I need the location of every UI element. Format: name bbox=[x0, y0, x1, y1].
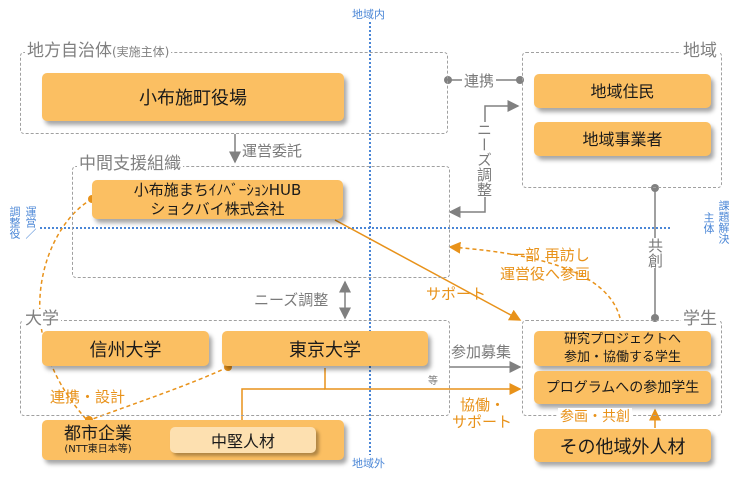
label-collaboration: 連携 bbox=[462, 72, 497, 90]
partnership-curve-left bbox=[38, 198, 93, 421]
box-program-students[interactable]: プログラムへの参加学生 bbox=[534, 371, 711, 404]
axis-label-inside: 地域内 bbox=[352, 8, 385, 21]
box-research-students[interactable]: 研究プロジェクトへ 参加・協働する学生 bbox=[534, 331, 711, 366]
label-operation-outsourcing: 運営委託 bbox=[242, 142, 303, 160]
label-cooperation-line1: 協働・ bbox=[460, 396, 506, 414]
group-title-students: 学生 bbox=[681, 309, 719, 329]
mid-career-line bbox=[241, 388, 325, 427]
label-needs-adjustment-horizontal: ニーズ調整 bbox=[254, 291, 329, 309]
research-students-line2: 参加・協働する学生 bbox=[563, 349, 681, 365]
revisit-arrow bbox=[448, 241, 621, 319]
hub-company: ショクバイ株式会社 bbox=[150, 199, 285, 218]
axis-label-subject: 主体 bbox=[702, 212, 715, 234]
box-local-residents[interactable]: 地域住民 bbox=[534, 74, 711, 108]
axis-label-problem-solving: 課題解決 bbox=[717, 200, 730, 244]
label-participation-cocreation: 参画・共創 bbox=[558, 408, 632, 427]
urban-company-example: (NTT東日本等) bbox=[64, 443, 132, 455]
partnership-curve-right bbox=[89, 366, 229, 421]
axis-label-outside: 地域外 bbox=[352, 457, 385, 470]
label-partnership-design: 連携・設計 bbox=[50, 388, 126, 406]
label-etc: 等 bbox=[428, 376, 438, 387]
group-title-region: 地域 bbox=[681, 41, 719, 61]
axis-label-coordinator: 調整役 bbox=[8, 206, 21, 239]
box-mid-career-talent[interactable]: 中堅人材 bbox=[170, 427, 316, 453]
group-university: 大学 bbox=[20, 309, 450, 416]
label-co-creation: 共創 bbox=[646, 238, 664, 268]
group-intermediary: 中間支援組織 bbox=[72, 154, 450, 278]
group-title-intermediary: 中間支援組織 bbox=[77, 154, 183, 174]
group-title-local-government: 地方自治体(実施主体) bbox=[25, 41, 172, 62]
group-region: 地域 bbox=[522, 41, 722, 188]
label-needs-adjustment-vertical: ニーズ調整 bbox=[475, 122, 493, 197]
label-support: サポート bbox=[426, 285, 487, 303]
label-revisit-line2: 運営役へ参画 bbox=[500, 265, 591, 283]
label-revisit-line1: 一部 再訪し bbox=[510, 246, 590, 264]
box-other-outside-talent[interactable]: その他域外人材 bbox=[534, 429, 711, 462]
collaboration-dot-left bbox=[444, 76, 452, 84]
box-innovation-hub[interactable]: 小布施まちｲﾉﾍﾞｰｼｮﾝHUB ショクバイ株式会社 bbox=[92, 180, 343, 219]
box-obuse-town-office[interactable]: 小布施町役場 bbox=[42, 73, 344, 121]
group-title-university: 大学 bbox=[23, 309, 61, 329]
needs-arrow-down bbox=[448, 190, 486, 218]
group-students: 学生 bbox=[522, 309, 722, 416]
axis-label-operation: 運営／ bbox=[24, 206, 37, 239]
label-recruitment: 参加募集 bbox=[451, 343, 512, 361]
research-students-line1: 研究プロジェクトへ bbox=[563, 331, 681, 347]
box-shinshu-university[interactable]: 信州大学 bbox=[42, 331, 209, 366]
box-local-businesses[interactable]: 地域事業者 bbox=[534, 122, 711, 156]
label-cooperation-line2: サポート bbox=[452, 413, 513, 431]
urban-company-name: 都市企業 bbox=[64, 423, 132, 444]
hub-name: 小布施まちｲﾉﾍﾞｰｼｮﾝHUB bbox=[133, 180, 302, 199]
box-tokyo-university[interactable]: 東京大学 bbox=[222, 331, 428, 366]
support-arrow bbox=[334, 219, 522, 321]
group-local-government: 地方自治体(実施主体) bbox=[20, 41, 448, 134]
cocreation-dot-top bbox=[651, 184, 659, 192]
